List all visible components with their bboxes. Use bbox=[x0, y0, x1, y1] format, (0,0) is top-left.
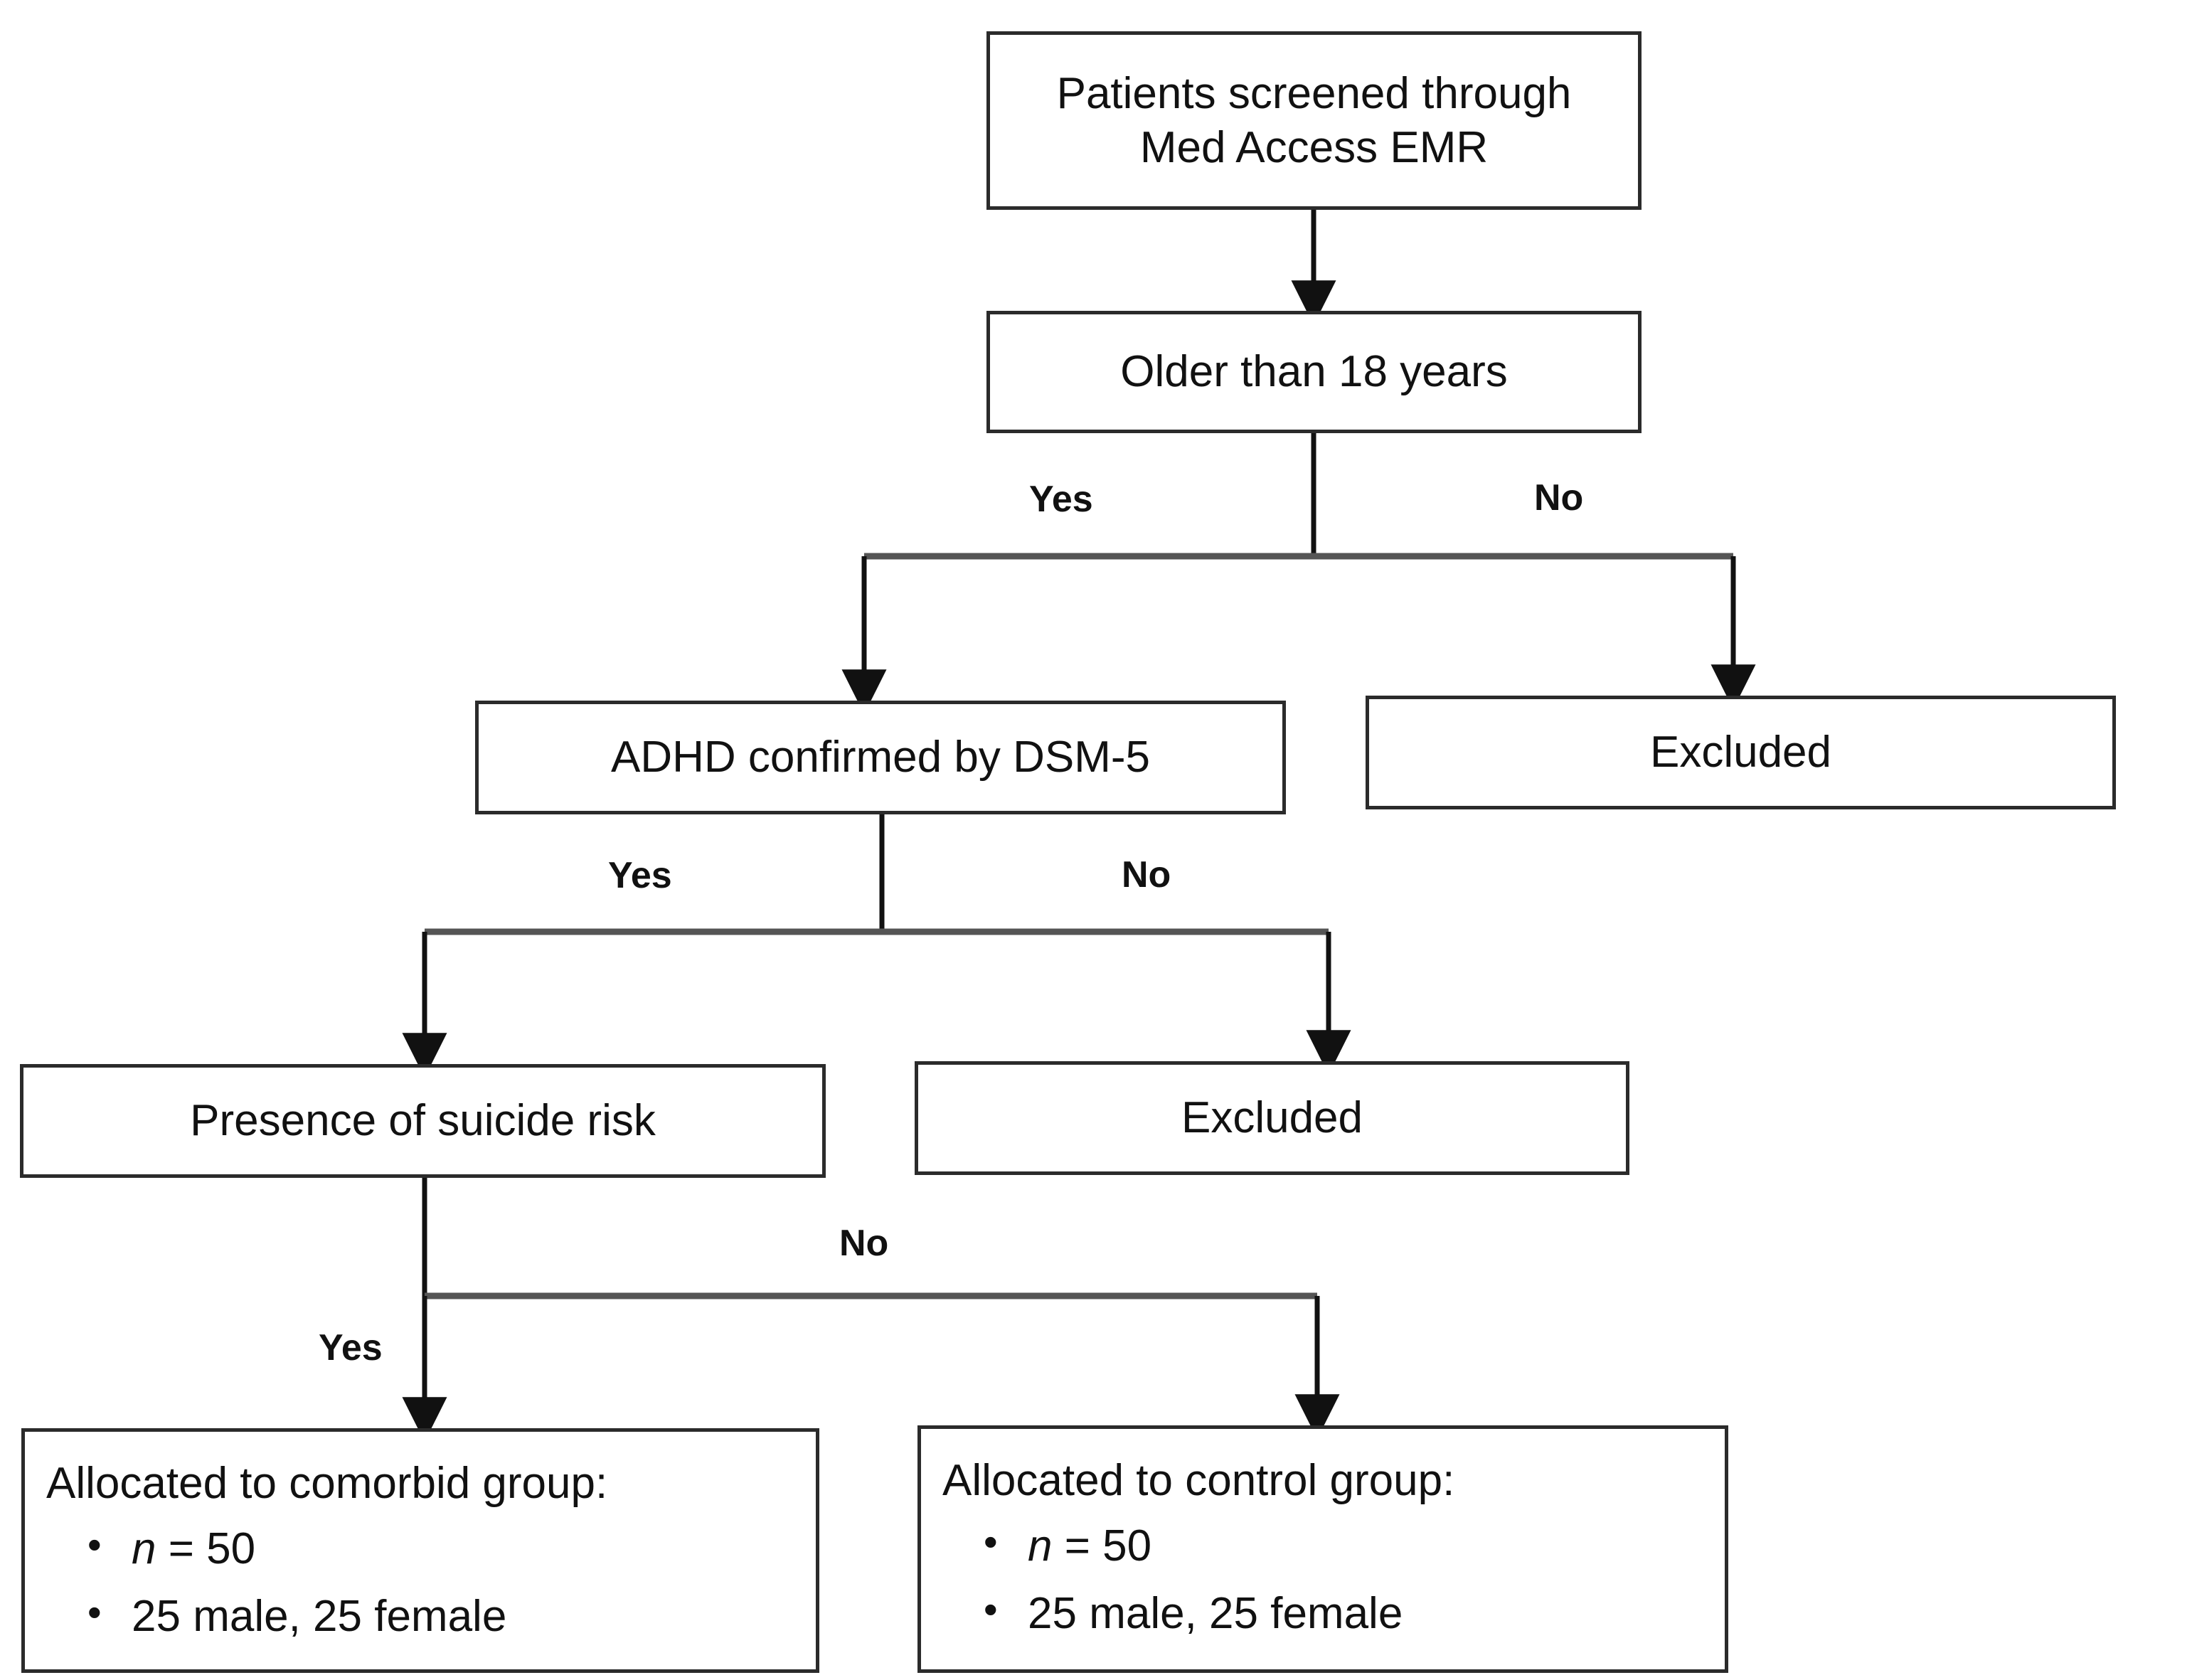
node-suicide-risk-label: Presence of suicide risk bbox=[190, 1096, 656, 1146]
node-excluded-adhd-label: Excluded bbox=[1181, 1093, 1363, 1143]
node-adhd-confirmed[interactable]: ADHD confirmed by DSM-5 bbox=[475, 701, 1286, 814]
control-n-symbol: n bbox=[1028, 1521, 1053, 1570]
comorbid-n-value: = 50 bbox=[156, 1524, 256, 1573]
node-comorbid-group-bullets: n = 50 25 male, 25 female bbox=[46, 1520, 816, 1644]
control-n-value: = 50 bbox=[1052, 1521, 1152, 1570]
node-control-group[interactable]: Allocated to control group: n = 50 25 ma… bbox=[917, 1425, 1728, 1673]
list-item: n = 50 bbox=[87, 1520, 816, 1577]
branch-label-adhd-no: No bbox=[1122, 854, 1171, 895]
branch-label-age-no: No bbox=[1534, 477, 1584, 519]
node-control-group-title: Allocated to control group: bbox=[942, 1456, 1455, 1505]
branch-label-age-yes: Yes bbox=[1029, 479, 1093, 520]
node-older-than-18[interactable]: Older than 18 years bbox=[986, 311, 1642, 433]
node-excluded-age[interactable]: Excluded bbox=[1366, 696, 2116, 809]
branch-label-risk-no: No bbox=[839, 1223, 889, 1264]
node-adhd-confirmed-label: ADHD confirmed by DSM-5 bbox=[611, 733, 1150, 782]
node-control-group-bullets: n = 50 25 male, 25 female bbox=[942, 1517, 1725, 1642]
node-patients-screened-label: Patients screened through Med Access EMR bbox=[1056, 68, 1572, 172]
node-patients-screened[interactable]: Patients screened through Med Access EMR bbox=[986, 31, 1642, 210]
branch-label-risk-yes: Yes bbox=[319, 1327, 383, 1368]
node-comorbid-group[interactable]: Allocated to comorbid group: n = 50 25 m… bbox=[21, 1428, 819, 1673]
node-excluded-adhd[interactable]: Excluded bbox=[915, 1061, 1629, 1175]
list-item: n = 50 bbox=[984, 1517, 1725, 1574]
node-comorbid-group-title: Allocated to comorbid group: bbox=[46, 1459, 608, 1508]
node-suicide-risk[interactable]: Presence of suicide risk bbox=[20, 1064, 826, 1178]
node-excluded-age-label: Excluded bbox=[1649, 728, 1832, 777]
branch-label-adhd-yes: Yes bbox=[608, 855, 672, 896]
comorbid-n-symbol: n bbox=[132, 1524, 156, 1573]
node-older-than-18-label: Older than 18 years bbox=[1120, 347, 1508, 397]
list-item: 25 male, 25 female bbox=[87, 1588, 816, 1644]
list-item: 25 male, 25 female bbox=[984, 1585, 1725, 1642]
